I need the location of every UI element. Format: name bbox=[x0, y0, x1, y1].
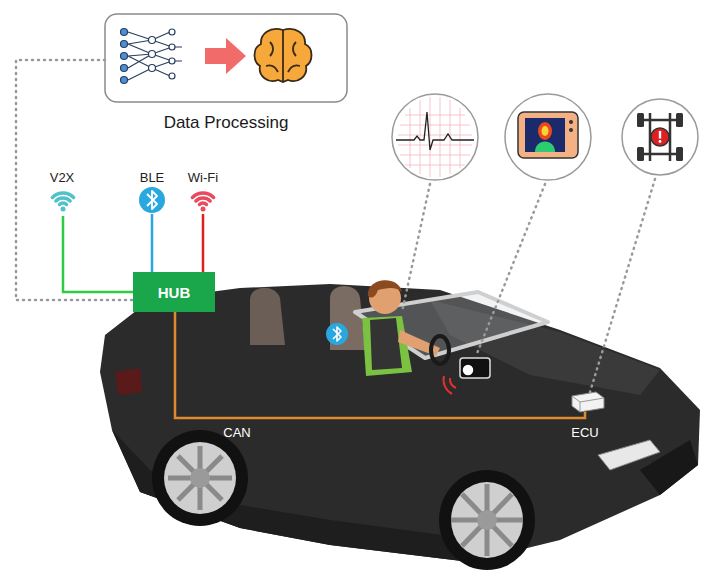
interface-label: Wi-Fi bbox=[188, 170, 218, 185]
bus-label: CAN bbox=[223, 425, 250, 440]
brain-icon bbox=[255, 29, 312, 82]
node-text: Data Processing bbox=[164, 113, 289, 133]
ecg-circle bbox=[392, 94, 478, 180]
vehicle-chassis-circle bbox=[622, 99, 698, 175]
dotted-connector bbox=[16, 60, 133, 300]
thermal-camera-circle bbox=[505, 94, 591, 180]
interface-label: BLE bbox=[140, 170, 165, 185]
wifi-icon bbox=[192, 193, 213, 211]
unit-label: ECU bbox=[571, 425, 598, 440]
hub-box: HUB bbox=[133, 272, 215, 312]
ble-wire bbox=[151, 214, 154, 272]
can-bus-wire bbox=[175, 312, 585, 418]
wifi-wire bbox=[202, 214, 205, 272]
processing-block: Data Processing bbox=[105, 14, 347, 139]
v2x-icon bbox=[52, 193, 73, 211]
arrow-icon bbox=[205, 38, 246, 74]
interface-label: V2X bbox=[50, 170, 75, 185]
processing-frame bbox=[105, 14, 347, 102]
v2x-wire bbox=[63, 216, 133, 292]
leader-lines bbox=[402, 179, 655, 392]
node-text: HUB bbox=[158, 284, 191, 301]
ble-icon bbox=[139, 187, 165, 213]
neural-net-icon bbox=[121, 29, 183, 84]
